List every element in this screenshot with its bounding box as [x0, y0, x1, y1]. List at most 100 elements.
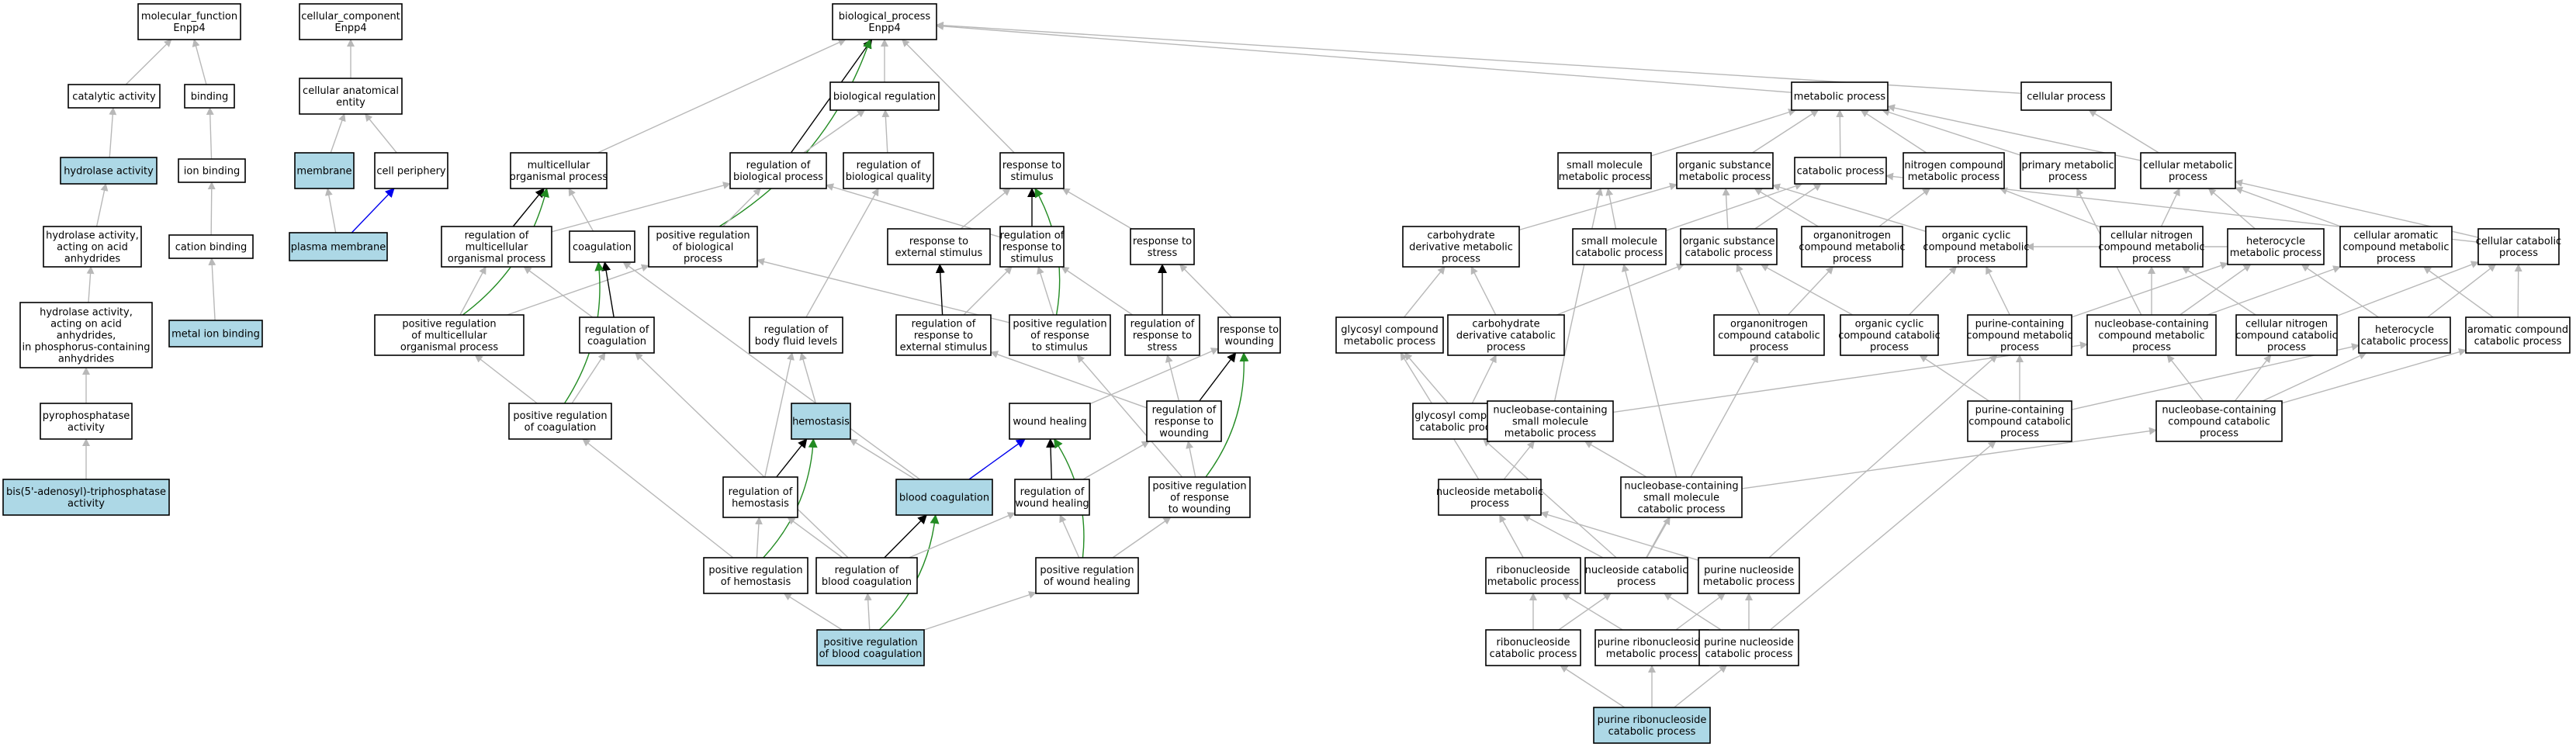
term-node-catab[interactable]: catabolic process: [1794, 157, 1887, 185]
edge-regrespext-to-respext: [935, 264, 945, 316]
term-box: [168, 320, 263, 348]
term-label-line: carbohydrate: [1427, 230, 1494, 242]
term-node-ionbinding[interactable]: ion binding: [178, 158, 246, 183]
term-node-hydrolase[interactable]: hydrolase activity: [60, 157, 158, 185]
term-node-bloodcoag[interactable]: blood coagulation: [895, 479, 993, 516]
edge-cellnitrocat-to-cellcat: [2336, 261, 2479, 316]
edge-nbcompcat-to-nucleobasemetab: [2166, 354, 2204, 402]
term-node-catalytic[interactable]: catalytic activity: [68, 84, 161, 109]
term-box: [722, 476, 798, 518]
term-node-binding[interactable]: binding: [184, 84, 235, 109]
term-box: [441, 226, 552, 268]
term-node-coag[interactable]: coagulation: [569, 230, 635, 263]
term-node-plasmamem[interactable]: plasma membrane: [289, 232, 388, 261]
term-label-line: process: [2377, 254, 2415, 265]
term-node-hemostasis[interactable]: hemostasis: [791, 403, 851, 440]
term-node-woundheal[interactable]: wound healing: [1009, 403, 1091, 440]
term-node-metalion[interactable]: metal ion binding: [168, 320, 263, 348]
term-label-line: purine ribonucleoside: [1598, 714, 1707, 726]
term-node-hydrophos[interactable]: hydrolase activity,acting on acidanhydri…: [19, 302, 153, 368]
term-box: [1698, 629, 1799, 666]
term-label-line: nucleoside catabolic: [1585, 565, 1688, 576]
term-node-periphery[interactable]: cell periphery: [374, 152, 448, 189]
edge-membrane-to-anat: [330, 113, 346, 154]
term-node-hydroacid[interactable]: hydrolase activity,acting on acidanhydri…: [43, 226, 142, 268]
term-node-cationbinding[interactable]: cation binding: [168, 234, 254, 259]
term-label-line: wounding: [1159, 428, 1208, 440]
term-label-line: purine nucleoside: [1704, 565, 1794, 576]
term-node-membrane[interactable]: membrane: [294, 152, 355, 189]
term-node-metab[interactable]: metabolic process: [1791, 81, 1889, 111]
term-box: [832, 3, 937, 40]
term-node-cellproc[interactable]: cellular process: [2020, 81, 2112, 111]
term-node-bioreg[interactable]: biological regulation: [829, 81, 940, 111]
